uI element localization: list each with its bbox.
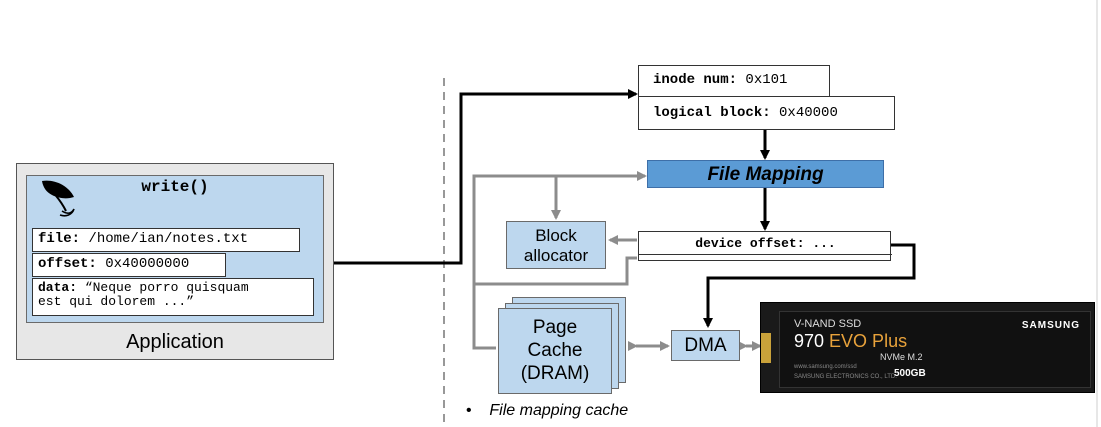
offset-to-allocator-arrow [474, 256, 637, 286]
ssd-label-area: V-NAND SSD 970 EVO Plus NVMe M.2 SAMSUNG… [779, 311, 1091, 388]
inode-num-box: inode num: 0x101 [638, 65, 830, 97]
device-offset-box: device offset: ... [638, 231, 892, 261]
ssd-device: V-NAND SSD 970 EVO Plus NVMe M.2 SAMSUNG… [760, 302, 1095, 393]
write-to-request-arrow [334, 89, 638, 265]
offset-to-dma-arrow [703, 243, 916, 328]
data-value-line1: “Neque porro quisquam [84, 280, 249, 295]
logical-block-key: logical block: [653, 105, 771, 121]
data-key: data: [38, 280, 78, 295]
data-field: data: “Neque porro quisquam est qui dolo… [32, 278, 314, 316]
file-mapping-box: File Mapping [647, 160, 884, 188]
file-field: file: /home/ian/notes.txt [32, 228, 300, 252]
device-offset-value: ... [812, 236, 836, 251]
cache-to-mapping-arrow [472, 171, 647, 350]
ssd-nvme-text: NVMe M.2 [880, 352, 923, 362]
page-cache-line2: Cache [527, 340, 583, 361]
ssd-model-text: 970 EVO Plus [794, 331, 907, 352]
dma-box: DMA [671, 330, 740, 361]
device-offset-text: device offset: ... [639, 236, 892, 251]
block-allocator-box: Block allocator [506, 221, 606, 269]
ssd-maker-text: SAMSUNG ELECTRONICS CO., LTD. [794, 374, 897, 380]
block-allocator-line1: Block [535, 226, 577, 245]
offset-key: offset: [38, 256, 97, 272]
file-key: file: [38, 231, 81, 247]
ssd-brand-text: SAMSUNG [1021, 320, 1080, 331]
ssd-url-text: www.samsung.com/ssd [794, 364, 857, 370]
page-cache-line3: (DRAM) [520, 363, 590, 384]
notes-bullet-1-text: File mapping cache [489, 402, 629, 419]
logical-block-box: logical block: 0x40000 [638, 96, 895, 130]
quill-pen-icon [42, 180, 75, 217]
write-call-title: write() [141, 178, 209, 196]
logical-block-value: 0x40000 [779, 105, 838, 121]
device-offset-key: device offset: [695, 236, 805, 251]
ssd-capacity-text: 500GB [894, 368, 926, 379]
offset-field: offset: 0x40000000 [32, 253, 226, 277]
page-cache-line1: Page [532, 317, 578, 338]
ssd-vnand-text: V-NAND SSD [794, 318, 862, 330]
ssd-model-name: EVO Plus [829, 331, 908, 351]
notes-bullet-1: • File mapping cache [466, 402, 629, 419]
offset-value: 0x40000000 [105, 256, 190, 272]
inode-key: inode num: [653, 72, 738, 88]
data-value-line2: est qui dolorem ...” [38, 294, 195, 309]
inode-value: 0x101 [745, 72, 788, 88]
application-label: Application [126, 331, 224, 353]
device-offset-divider [639, 254, 892, 255]
ssd-model-number: 970 [794, 331, 830, 351]
page-cache-box: Page Cache (DRAM) [498, 308, 612, 394]
file-value: /home/ian/notes.txt [88, 231, 249, 247]
ssd-connector [761, 333, 771, 363]
block-allocator-line2: allocator [523, 246, 589, 265]
